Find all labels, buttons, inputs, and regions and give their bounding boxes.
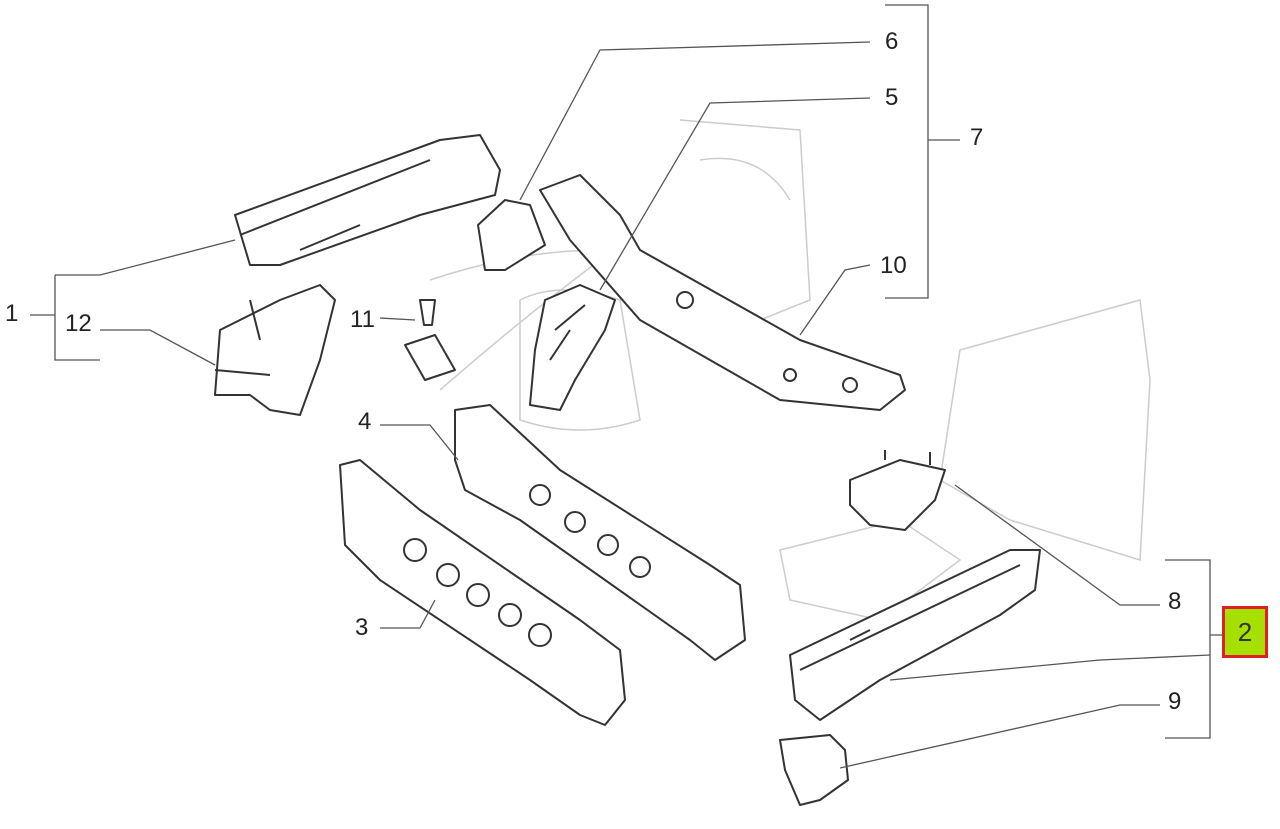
part-8-mount (849, 450, 946, 531)
callout-6: 6 (885, 28, 899, 55)
part-10-cross-member (539, 174, 906, 411)
part-11-clip (404, 299, 456, 381)
part-1-upper-rail (234, 134, 501, 266)
callout-11: 11 (350, 306, 375, 333)
callout-5: 5 (885, 84, 899, 111)
part-12-bracket (214, 284, 336, 416)
callout-12: 12 (65, 310, 92, 337)
part-4-beam (454, 404, 746, 661)
part-5-support (529, 284, 616, 411)
part-6-bracket (477, 199, 546, 271)
callout-4: 4 (358, 408, 372, 435)
callout-2-highlighted[interactable]: 2 (1222, 606, 1268, 658)
part-9-closure (779, 734, 849, 806)
callout-10: 10 (880, 252, 907, 279)
callout-9: 9 (1168, 688, 1182, 715)
leader-lines (30, 4, 1222, 769)
callout-1: 1 (5, 300, 19, 327)
callout-3: 3 (355, 614, 369, 641)
callout-7: 7 (970, 124, 984, 151)
part-3-beam (339, 459, 626, 726)
callout-8: 8 (1168, 588, 1182, 615)
part-2-front-rail (789, 549, 1041, 721)
